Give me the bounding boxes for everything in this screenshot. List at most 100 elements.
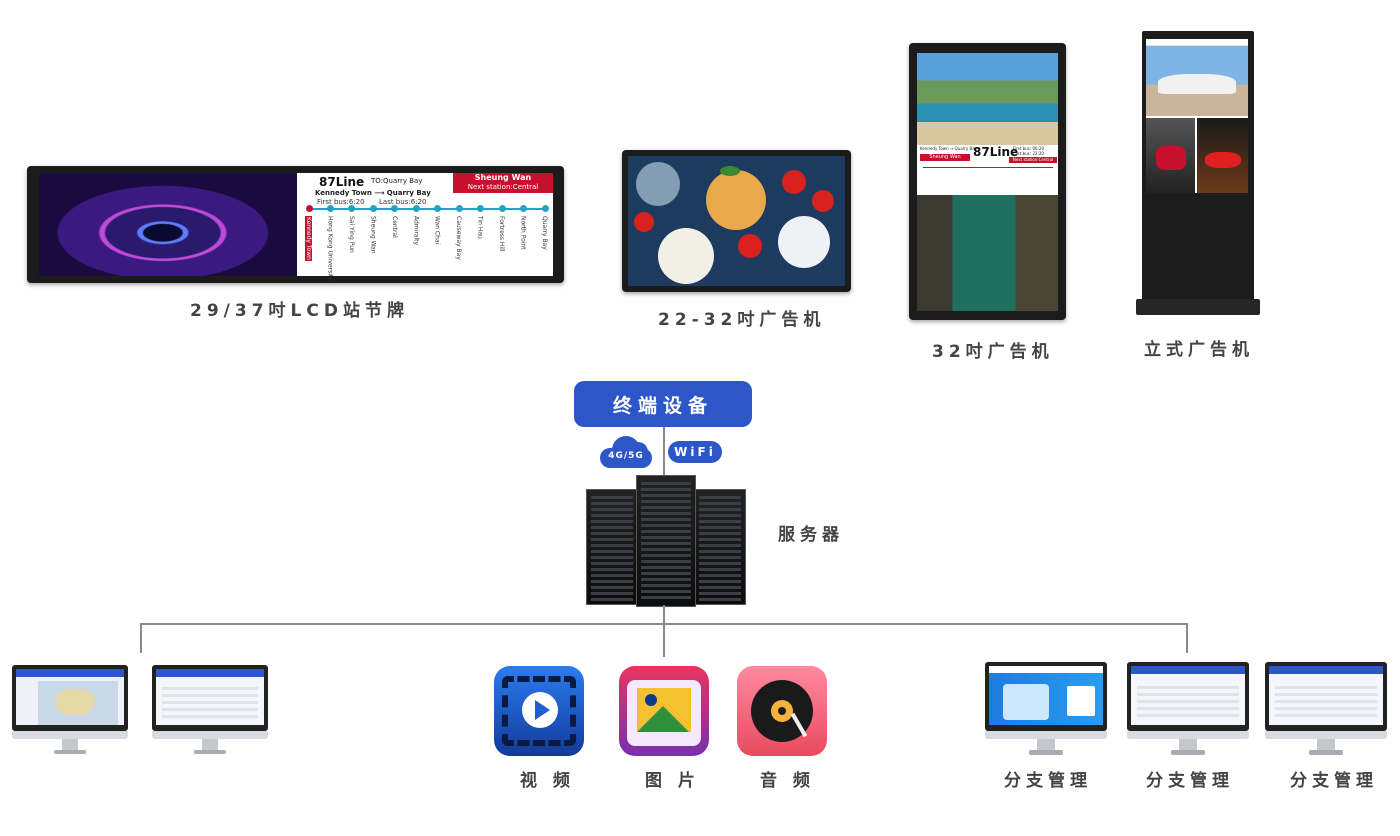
route-line-number: 87Line — [319, 175, 365, 189]
ad-small-label: 22-32吋广告机 — [658, 310, 826, 330]
ad-32-display: Kennedy Town → Quarry Bay 87Line First b… — [909, 43, 1066, 320]
stop-name: Tin Hau — [476, 216, 484, 239]
wifi-label: WiFi — [674, 445, 716, 459]
rack-unit — [699, 514, 741, 517]
stop-dot — [412, 205, 420, 212]
rack-unit — [591, 556, 633, 559]
rack-unit — [699, 502, 741, 505]
rack-unit — [641, 554, 691, 557]
lcd-bar-display: 87Line TO:Quarry Bay Kennedy Town ⟶ Quar… — [27, 166, 564, 283]
server-label: 服务器 — [778, 525, 844, 545]
stop-dot — [369, 205, 377, 212]
car-image-right — [1197, 118, 1248, 193]
stop-dot — [477, 205, 485, 212]
connector-horizontal — [140, 623, 1188, 625]
terminal-device-header: 终端设备 — [574, 381, 752, 427]
stop-dot — [326, 205, 334, 212]
rack-unit — [699, 586, 741, 589]
route-from-to: Kennedy Town → Quarry Bay — [920, 146, 978, 151]
route-destination: TO:Quarry Bay — [371, 177, 423, 185]
cliff-image — [917, 195, 1058, 311]
route-from-to: Kennedy Town ⟶ Quarry Bay — [315, 189, 431, 197]
server-rack-icon — [586, 475, 746, 607]
rack-unit — [699, 532, 741, 535]
connector-right-drop — [1186, 623, 1188, 653]
wifi-icon: WiFi — [668, 441, 722, 463]
rack-unit — [591, 520, 633, 523]
rack-unit — [641, 530, 691, 533]
rack-unit — [641, 590, 691, 593]
ad-small-display — [622, 150, 851, 292]
stop-dot — [391, 205, 399, 212]
video-label: 视 频 — [520, 771, 575, 791]
stop-name: Sai Ying Pun — [347, 216, 355, 253]
rack-unit — [591, 574, 633, 577]
route-line-number: 87Line — [973, 145, 1019, 159]
rack-unit — [699, 538, 741, 541]
rack-unit — [591, 526, 633, 529]
rack-unit — [641, 494, 691, 497]
branch-label-3: 分支管理 — [1290, 771, 1378, 791]
stop-name: Hong Kong University — [326, 216, 334, 281]
rack-unit — [591, 592, 633, 595]
branch-monitor-table-1 — [1127, 662, 1249, 758]
stop-name: Central — [390, 216, 398, 238]
current-stop: Sheung Wan — [474, 173, 532, 182]
rack-unit — [641, 518, 691, 521]
stop-name: Sheung Wan — [369, 216, 377, 254]
kiosk-screen — [1146, 39, 1248, 193]
rack-unit — [699, 496, 741, 499]
ad-standing-kiosk — [1136, 31, 1260, 327]
stop-dot — [455, 205, 463, 212]
stop-dot — [305, 205, 313, 212]
rack-unit — [699, 568, 741, 571]
rack-unit — [641, 584, 691, 587]
route-strip: Kennedy Town → Quarry Bay 87Line First b… — [917, 145, 1058, 195]
rack-unit — [641, 548, 691, 551]
console-monitor-table — [152, 665, 268, 757]
rack-unit — [641, 578, 691, 581]
lcd-bar-label: 29/37吋LCD站节牌 — [190, 301, 409, 321]
rack-unit — [641, 500, 691, 503]
rack-unit — [699, 562, 741, 565]
rack-unit — [591, 580, 633, 583]
rack-unit — [591, 508, 633, 511]
route-panel: 87Line TO:Quarry Bay Kennedy Town ⟶ Quar… — [297, 173, 553, 281]
stop-dot — [348, 205, 356, 212]
rack-unit — [641, 542, 691, 545]
rack-unit — [641, 524, 691, 527]
current-stop-banner: Sheung Wan Next station:Central — [453, 173, 553, 193]
rack-unit — [641, 560, 691, 563]
route-last-bus: Last bus:6:20 — [379, 198, 427, 206]
rack-unit — [699, 580, 741, 583]
ad-standing-label: 立式广告机 — [1144, 340, 1254, 360]
rack-unit — [641, 536, 691, 539]
rack-unit — [591, 532, 633, 535]
route-first-bus: First bus: 06:20 — [1013, 146, 1044, 151]
stop-name: Quarry Bay — [541, 216, 548, 250]
rack-unit — [591, 586, 633, 589]
rack-unit — [699, 508, 741, 511]
rack-unit — [699, 598, 741, 601]
rack-unit — [641, 566, 691, 569]
stop-name: Causeway Bay — [455, 216, 463, 260]
console-monitor-map — [12, 665, 128, 757]
rack-unit — [641, 506, 691, 509]
next-station: Next station:Central — [467, 183, 539, 191]
rack-unit — [699, 550, 741, 553]
connector-left-drop — [140, 623, 142, 653]
stop-name: Wan Chai — [433, 216, 441, 245]
stop-name: Admiralty — [412, 216, 420, 246]
rack-unit — [699, 592, 741, 595]
current-stop-tag: Sheung Wan — [920, 154, 970, 161]
rack-unit — [591, 544, 633, 547]
connector-vertical-bottom — [663, 605, 665, 657]
galaxy-image — [39, 173, 297, 276]
stop-dot — [498, 205, 506, 212]
rack-unit — [641, 482, 691, 485]
rack-unit — [591, 514, 633, 517]
stop-name: Kennedy Town — [305, 216, 312, 261]
branch-monitor-login — [985, 662, 1107, 758]
rack-unit — [591, 496, 633, 499]
image-icon — [619, 666, 709, 756]
